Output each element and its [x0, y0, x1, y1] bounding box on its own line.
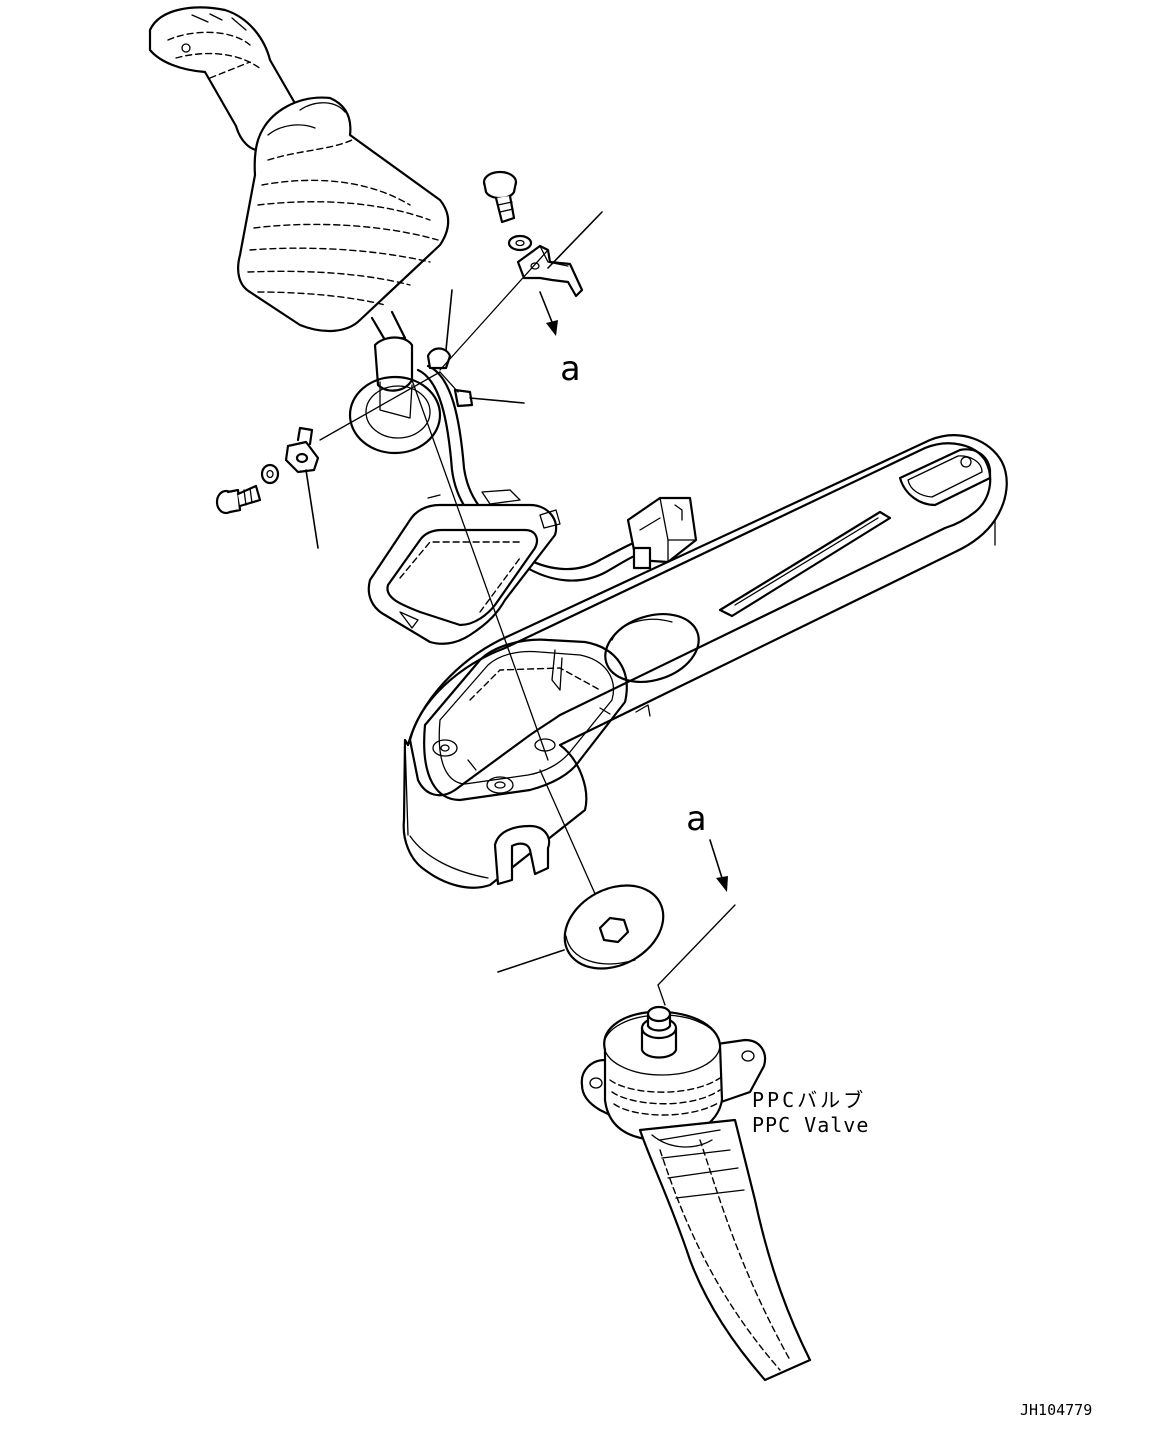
drawing-number: JH104779 [1020, 1401, 1092, 1419]
leader-lines [305, 211, 603, 973]
view-mark-a-bottom: a [686, 799, 706, 839]
boot-mount-ring [348, 375, 442, 455]
retainer-frame [367, 489, 561, 645]
clip-bracket-left [284, 426, 320, 474]
harness-clamp [426, 347, 474, 408]
view-arrow-bottom [709, 839, 728, 892]
washer-upper [507, 234, 533, 252]
bolt-upper [482, 170, 518, 224]
bolt-left [215, 484, 262, 515]
clip-bracket-upper [516, 244, 584, 298]
lever-knob [148, 6, 306, 152]
lever-boot [237, 96, 450, 333]
seal-plate [563, 884, 665, 970]
view-arrow-top [539, 291, 558, 336]
assembly-axis [319, 249, 736, 1006]
ppc-valve-label-jp: PPCバルブ [752, 1088, 866, 1112]
harness-connector [626, 496, 698, 570]
view-mark-a-top: a [560, 349, 580, 389]
lever-shaft [370, 310, 414, 419]
ppc-valve [580, 1005, 812, 1382]
washer-left [260, 463, 280, 485]
console-cover [402, 434, 1008, 889]
ppc-valve-label-en: PPC Valve [752, 1113, 869, 1137]
